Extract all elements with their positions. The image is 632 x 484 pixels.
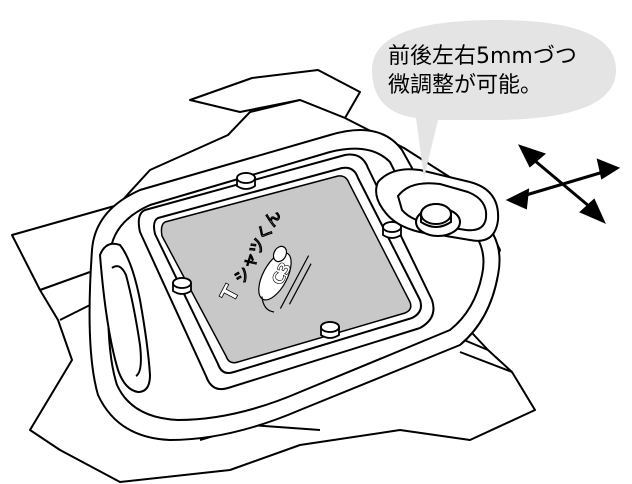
pin-left [172,277,192,295]
callout-line-1: 前後左右5mmづつ [388,44,577,69]
callout-text: 前後左右5mmづつ 微調整が可能。 [388,42,618,100]
pin-top [236,172,256,190]
pin-bottom [320,321,340,339]
frame-pins [172,172,402,339]
pin-right [382,221,402,239]
four-way-arrow-icon [505,144,621,224]
callout-bubble [372,20,616,178]
adjust-knob-icon [375,168,500,242]
callout-line-2: 微調整が可能。 [388,73,543,98]
